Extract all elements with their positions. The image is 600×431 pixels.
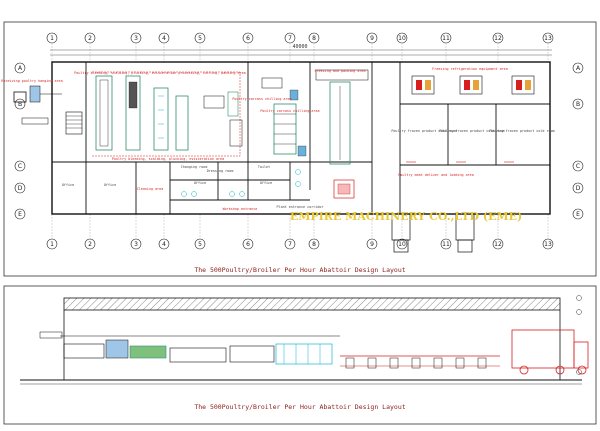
grid-label-row-C: C <box>18 163 22 170</box>
receiving-equipment <box>13 85 83 135</box>
grid-label-col-10: 10 <box>398 241 406 248</box>
grid-bubble-row-E-left <box>14 208 26 220</box>
grid-label-col-4: 4 <box>162 35 166 42</box>
toilet-fixtures <box>181 169 301 197</box>
grid-label-col-1: 1 <box>50 35 54 42</box>
grid-bubble-row-B-right <box>572 98 584 110</box>
interior-walls <box>52 62 550 214</box>
grid-label-col-2: 2 <box>88 35 92 42</box>
room-label: Poultry carcass chilling area <box>232 97 291 101</box>
grid-label-col-11: 11 <box>442 35 450 42</box>
grid-axis-side: A A B B C C D D E E <box>14 62 584 220</box>
grid-label-col-8: 8 <box>312 35 316 42</box>
section-processing-line <box>39 331 500 369</box>
grid-label-col-7: 7 <box>288 241 292 248</box>
room-label: Toilet <box>258 165 270 169</box>
overall-dimension: 40000 <box>292 44 307 50</box>
section-roof <box>63 297 561 311</box>
plan-frame <box>3 21 597 277</box>
grid-label-row-D: D <box>18 185 23 192</box>
room-label: Poultry frozen product cold room <box>391 129 456 133</box>
grid-label-col-12: 12 <box>494 241 502 248</box>
section-title: The 500Poultry/Broiler Per Hour Abattoir… <box>194 403 405 411</box>
room-label: Plant entrance corridor <box>277 205 324 209</box>
room-label: Workshop entrance <box>223 207 258 211</box>
grid-label-col-11: 11 <box>442 241 450 248</box>
section-truck <box>511 329 589 375</box>
section-level-markers <box>576 295 582 375</box>
grid-label-row-B: B <box>18 101 22 108</box>
grid-bubble-row-C-left <box>14 160 26 172</box>
grid-label-col-5: 5 <box>198 35 202 42</box>
room-label: Dressing room <box>207 169 234 173</box>
grid-label-row-A: A <box>576 65 581 72</box>
section-frame <box>3 285 597 425</box>
grid-label-row-E: E <box>576 211 580 218</box>
grid-bubble-row-B-left <box>14 98 26 110</box>
room-label: Office <box>104 183 116 187</box>
grid-label-col-6: 6 <box>246 35 250 42</box>
building-outline <box>51 61 551 215</box>
grid-label-row-C: C <box>576 163 580 170</box>
grid-label-col-2: 2 <box>88 241 92 248</box>
plan-title: The 500Poultry/Broiler Per Hour Abattoir… <box>194 266 405 274</box>
room-label: Poultry meat deliver and loading area <box>398 173 474 177</box>
processing-line-equipment <box>92 71 243 157</box>
grid-label-col-12: 12 <box>494 35 502 42</box>
grid-label-col-1: 1 <box>50 241 54 248</box>
grid-bubble-row-E-right <box>572 208 584 220</box>
company-watermark: EMPIRE MACHINERY CO.,LTD (EME) <box>290 210 522 223</box>
grid-bubble-row-D-left <box>14 182 26 194</box>
grid-label-row-D: D <box>576 185 581 192</box>
grid-label-col-9: 9 <box>370 35 374 42</box>
grid-label-col-4: 4 <box>162 241 166 248</box>
grid-label-col-10: 10 <box>398 35 406 42</box>
grid-bubble-row-C-right <box>572 160 584 172</box>
grid-label-col-13: 13 <box>544 35 552 42</box>
grid-label-col-6: 6 <box>246 241 250 248</box>
grid-label-col-8: 8 <box>312 241 316 248</box>
room-label: Poultry carcass chilling area <box>260 109 319 113</box>
grid-label-col-13: 13 <box>544 241 552 248</box>
room-label: Receiving poultry hanging area <box>1 79 62 83</box>
room-label: Office <box>194 181 206 185</box>
grid-label-col-5: 5 <box>198 241 202 248</box>
grid-label-row-B: B <box>576 101 580 108</box>
grid-label-row-E: E <box>18 211 22 218</box>
room-label: Poultry bleeding, scalding, plucking, ev… <box>74 71 245 75</box>
delivery-trucks <box>391 213 475 253</box>
room-label: Poultry frozen product cold room <box>489 129 554 133</box>
grid-label-col-7: 7 <box>288 35 292 42</box>
room-label: Poultry bleeding, scalding, plucking, ev… <box>112 157 224 161</box>
grid-bubble-row-D-right <box>572 182 584 194</box>
grid-label-col-3: 3 <box>134 35 138 42</box>
room-label: Freezing and packing area <box>314 69 365 73</box>
room-label: Office <box>62 183 74 187</box>
room-label: Poultry frozen product cold room <box>439 129 504 133</box>
refrigeration-units <box>406 75 535 163</box>
room-label: Cleaning area <box>137 187 164 191</box>
grid-label-col-3: 3 <box>134 241 138 248</box>
grid-label-col-9: 9 <box>370 241 374 248</box>
grid-bubble-row-A-right <box>572 62 584 74</box>
room-label: Changing room <box>181 165 208 169</box>
grid-bubble-row-A-left <box>14 62 26 74</box>
room-label: Freezing refrigeration equipment area <box>432 67 508 71</box>
grid-label-row-A: A <box>18 65 23 72</box>
room-label: Office <box>260 181 272 185</box>
chilling-equipment <box>261 69 369 199</box>
